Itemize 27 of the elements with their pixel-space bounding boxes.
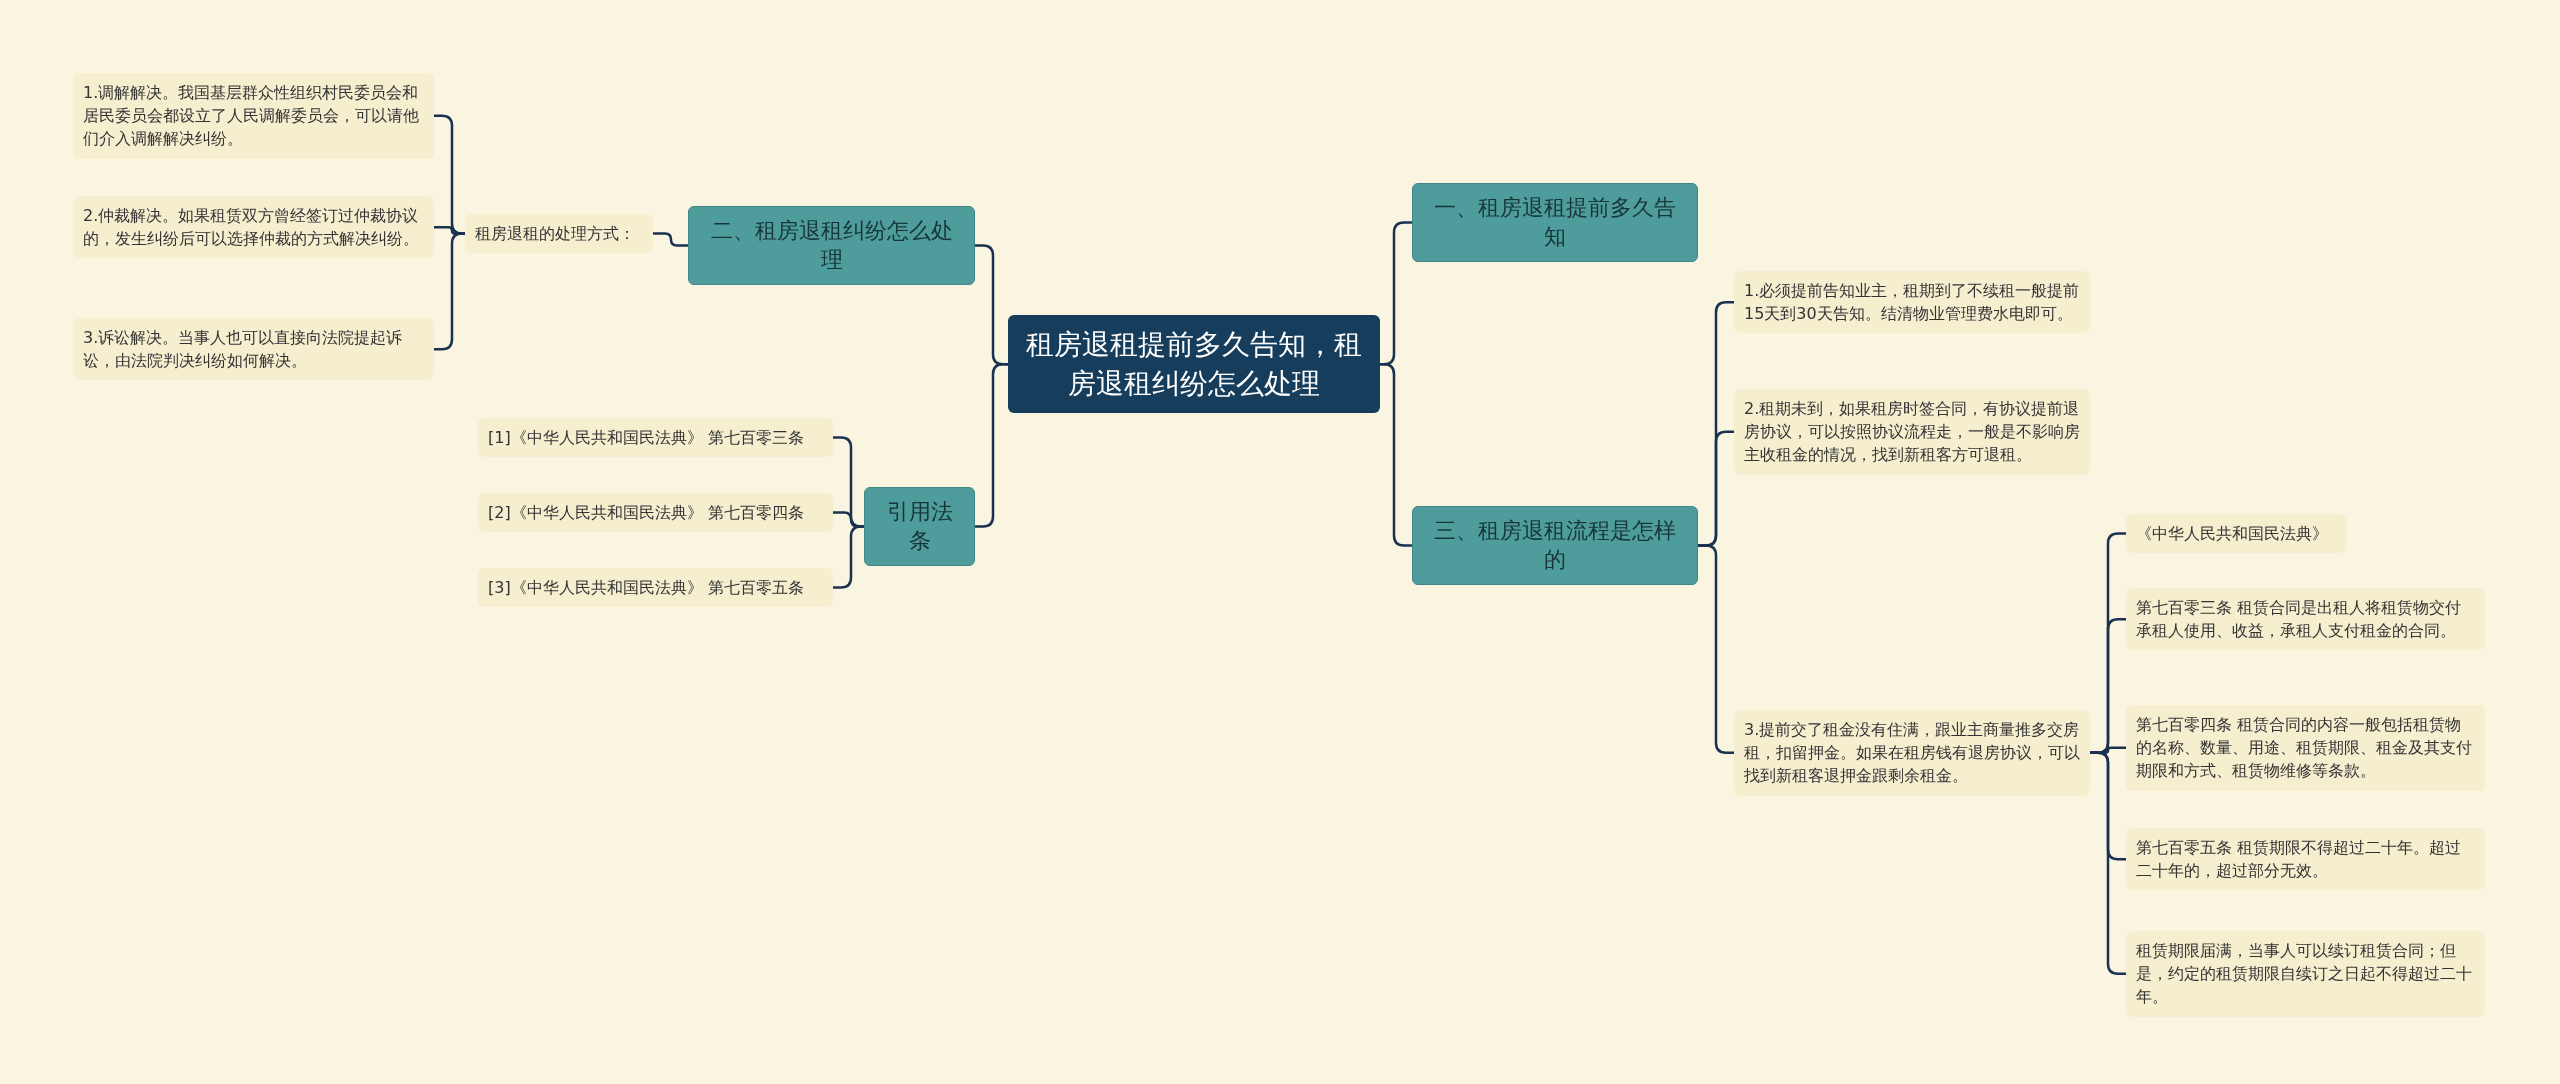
- text-card: 租赁期限届满，当事人可以续订租赁合同；但是，约定的租赁期限自续订之日起不得超过二十年。: [2126, 931, 2485, 1017]
- text-card: [2]《中华人民共和国民法典》 第七百零四条: [478, 493, 833, 533]
- text-card: 1.必须提前告知业主，租期到了不续租一般提前15天到30天告知。结清物业管理费水电即可。: [1734, 271, 2090, 334]
- text-card: 2.租期未到，如果租房时签合同，有协议提前退房协议，可以按照协议流程走，一般是不影响房主收租金的情况，找到新租客方可退租。: [1734, 389, 2090, 475]
- text-card: [3]《中华人民共和国民法典》 第七百零五条: [478, 568, 833, 608]
- text-card: 第七百零四条 租赁合同的内容一般包括租赁物的名称、数量、用途、租赁期限、租金及其支付期限和方式、租赁物维修等条款。: [2126, 705, 2485, 791]
- text-card: 第七百零五条 租赁期限不得超过二十年。超过二十年的，超过部分无效。: [2126, 828, 2485, 891]
- topic-box: 三、租房退租流程是怎样的: [1412, 506, 1698, 586]
- connector-line: [434, 232, 465, 351]
- text-card: [1]《中华人民共和国民法典》 第七百零三条: [478, 418, 833, 458]
- topic-box: 一、租房退租提前多久告知: [1412, 183, 1698, 263]
- connector-line: [1380, 362, 1412, 547]
- text-card: 3.诉讼解决。当事人也可以直接向法院提起诉讼，由法院判决纠纷如何解决。: [73, 318, 434, 381]
- text-card: 《中华人民共和国民法典》: [2126, 514, 2346, 554]
- text-card: 2.仲裁解决。如果租赁双方曾经签订过仲裁协议的，发生纠纷后可以选择仲裁的方式解决纠纷。: [73, 196, 434, 259]
- topic-box: 引用法条: [864, 487, 975, 567]
- central-topic-box: 租房退租提前多久告知，租房退租纠纷怎么处理: [1008, 315, 1380, 414]
- connector-line: [2090, 751, 2126, 976]
- connector-line: [833, 525, 864, 589]
- connector-line: [653, 232, 688, 247]
- text-card: 租房退租的处理方式：: [465, 214, 653, 254]
- text-card: 3.提前交了租金没有住满，跟业主商量推多交房租，扣留押金。如果在租房钱有退房协议，可以找到新租客退押金跟剩余租金。: [1734, 710, 2090, 796]
- topic-box: 二、租房退租纠纷怎么处理: [688, 206, 975, 286]
- text-card: 第七百零三条 租赁合同是出租人将租赁物交付承租人使用、收益，承租人支付租金的合同。: [2126, 588, 2485, 651]
- connector-line: [975, 362, 1008, 528]
- connector-line: [1698, 544, 1734, 755]
- text-card: 1.调解解决。我国基层群众性组织村民委员会和居民委员会都设立了人民调解委员会，可以请他们介入调解解决纠纷。: [73, 73, 434, 159]
